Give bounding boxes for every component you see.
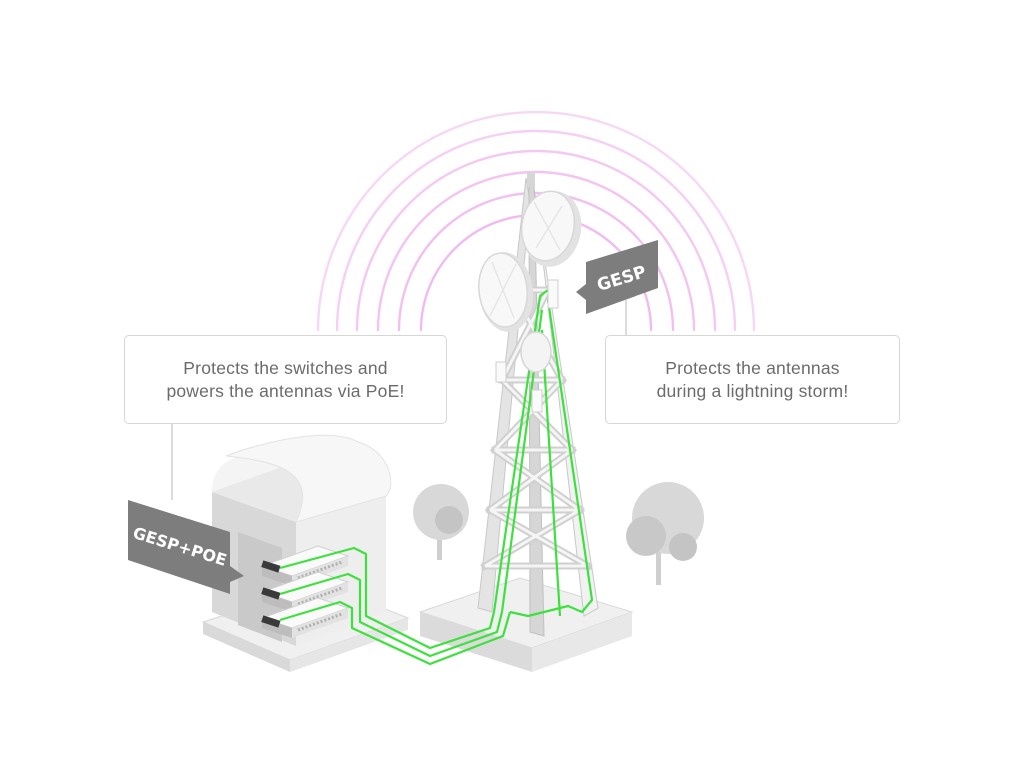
tree-icon — [626, 482, 704, 585]
poe-cables — [279, 289, 594, 666]
signal-wave-arc — [316, 110, 756, 332]
surge-protector-icon — [261, 615, 281, 628]
tree-icon — [413, 484, 469, 560]
tower-tag: GESP — [576, 240, 658, 314]
antenna-cluster — [478, 172, 582, 413]
callout-switch-protection: Protects the switches and powers the ant… — [124, 335, 447, 424]
surge-protector-icon — [261, 587, 281, 600]
callout-right-line2: during a lightning storm! — [656, 380, 849, 401]
signal-wave-arc — [376, 170, 696, 332]
callout-left-line2: powers the antennas via PoE! — [166, 380, 405, 401]
callout-right-line1: Protects the antennas — [665, 357, 840, 378]
tower-base — [418, 577, 634, 672]
callout-left-line1: Protects the switches and — [183, 357, 388, 378]
bracket — [531, 389, 543, 413]
bracket — [547, 279, 559, 309]
building-tag: GESP+POE — [128, 500, 244, 594]
surge-protector-icon — [261, 560, 281, 573]
dish-antenna-icon — [478, 252, 534, 332]
dish-antenna-icon — [520, 190, 582, 267]
signal-wave-arc — [355, 149, 717, 332]
dish-antenna-icon — [520, 331, 552, 373]
signal-wave-arc — [335, 129, 737, 332]
callout-antenna-protection: Protects the antennas during a lightning… — [605, 335, 900, 424]
bracket — [495, 361, 507, 383]
